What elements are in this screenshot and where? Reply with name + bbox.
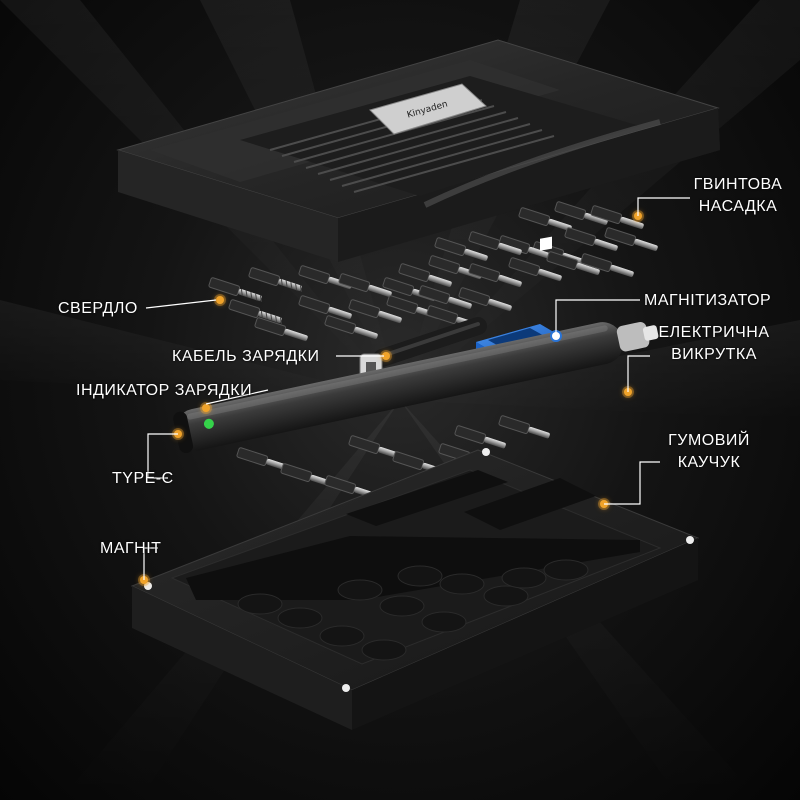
label-electric-screwdriver-line2: ВИКРУТКА <box>671 346 757 363</box>
label-rubber-line2: КАУЧУК <box>677 454 741 471</box>
screwdriver-bit <box>454 425 506 449</box>
bit-set <box>208 201 658 342</box>
label-electric-screwdriver-line1: ЕЛЕКТРИЧНА <box>658 324 770 341</box>
label-bit: ГВИНТОВА НАСАДКА <box>688 174 788 218</box>
screwdriver-bit <box>508 257 562 282</box>
label-electric-screwdriver: ЕЛЕКТРИЧНА ВИКРУТКА <box>652 322 776 366</box>
screwdriver-bit <box>518 207 572 232</box>
callout-dot-drill <box>216 296 224 304</box>
callout-dot-cable <box>382 352 390 360</box>
electric-screwdriver <box>173 321 659 454</box>
label-bit-line2: НАСАДКА <box>698 198 778 215</box>
label-drill: СВЕРДЛО <box>58 300 138 317</box>
case-lid: Kinyaden <box>116 39 720 262</box>
label-type-c: TYPE-C <box>112 470 174 487</box>
screwdriver-bit <box>580 253 634 278</box>
screwdriver-bit <box>348 299 402 324</box>
screwdriver-bit <box>590 205 644 230</box>
screwdriver-bit <box>604 227 658 252</box>
label-charging-indicator: ІНДИКАТОР ЗАРЯДКИ <box>76 382 253 399</box>
screwdriver-bit <box>546 251 600 276</box>
screwdriver-bit <box>564 227 618 252</box>
drill-bit <box>228 299 282 324</box>
label-charging-cable: КАБЕЛЬ ЗАРЯДКИ <box>172 348 320 365</box>
label-bit-line1: ГВИНТОВА <box>693 176 783 193</box>
charging-indicator-light <box>203 418 214 429</box>
label-rubber: ГУМОВИЙ КАУЧУК <box>654 430 764 474</box>
label-rubber-line1: ГУМОВИЙ <box>668 432 750 449</box>
screwdriver-bit <box>418 285 472 310</box>
screwdriver-bit <box>338 273 392 298</box>
screwdriver-bit <box>254 317 308 342</box>
screwdriver-bit <box>498 415 550 439</box>
label-magnet: МАГНІТ <box>100 540 162 557</box>
screwdriver-bit <box>298 295 352 320</box>
callout-dot-indicator <box>202 404 210 412</box>
screwdriver-bit <box>458 287 512 312</box>
case-base <box>130 448 700 730</box>
screwdriver-bit <box>324 315 378 340</box>
drill-bit <box>208 277 262 302</box>
screwdriver-bit <box>468 231 522 256</box>
label-magnetizer: МАГНІТИЗАТОР <box>644 292 772 309</box>
screwdriver-bit <box>434 237 488 262</box>
screwdriver-bit <box>398 263 452 288</box>
screwdriver-bit <box>554 201 608 226</box>
screwdriver-bit <box>468 263 522 288</box>
drill-bit <box>248 267 302 292</box>
